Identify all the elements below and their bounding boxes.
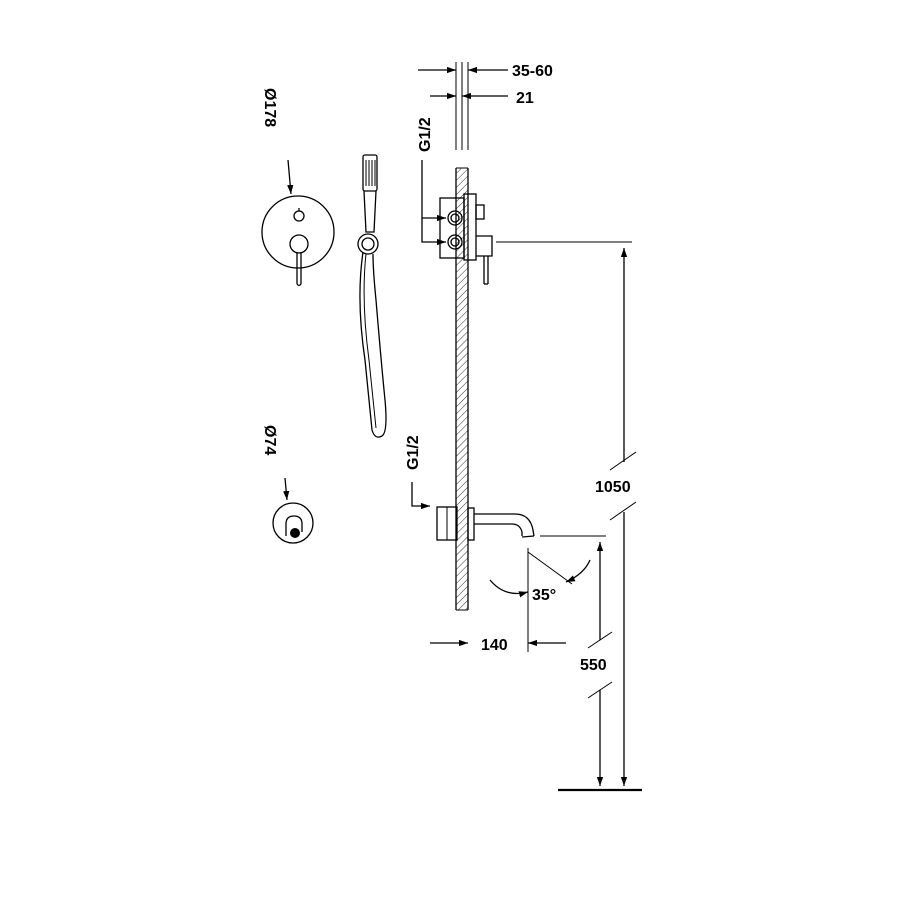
thread-top-leader (421, 160, 446, 222)
mixer-diameter-label: Ø178 (261, 88, 278, 127)
hand-shower (357, 154, 387, 438)
wall-section (455, 167, 469, 611)
mixer-front-view (261, 195, 335, 287)
dim-550-break (587, 681, 613, 699)
dim-21-label: 21 (516, 90, 534, 107)
dim-140-label: 140 (481, 637, 508, 654)
mixer-diameter-leader (287, 159, 294, 195)
dim-1050-break (609, 501, 637, 521)
spout-diameter-leader (283, 477, 290, 501)
thread-top-label: G1/2 (417, 117, 434, 152)
angle-arc (489, 579, 529, 598)
angle-reference-line (527, 551, 573, 585)
thread-bottom-label: G1/2 (405, 435, 422, 470)
thread-bottom-leader (411, 482, 430, 510)
dim-1050-break (609, 451, 637, 471)
thread-top-leader (421, 218, 446, 246)
spout-front-view (272, 502, 314, 544)
mixer-side-view (439, 193, 493, 285)
dim-1050-label: 1050 (595, 479, 631, 496)
dim-550-label: 550 (580, 657, 607, 674)
dim-550-break (587, 631, 613, 649)
angle-label: 35° (532, 587, 556, 604)
spout-diameter-label: Ø74 (261, 425, 278, 455)
spout-side-view (436, 506, 535, 541)
angle-arc (565, 559, 591, 583)
dim-35-60-label: 35-60 (512, 63, 553, 80)
